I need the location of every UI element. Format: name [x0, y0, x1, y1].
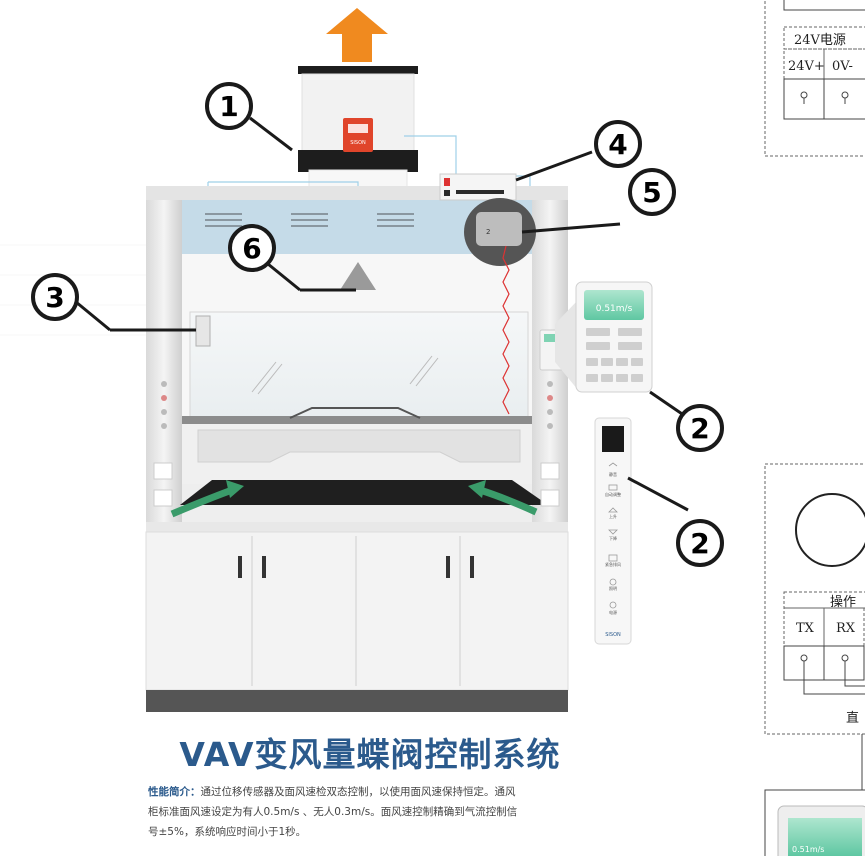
intro-text: 性能简介：通过位移传感器及面风速检双态控制，以使用面风速保持恒定。通风 柜标准面… — [148, 782, 593, 842]
callouts: 1 4 5 6 3 2 2 — [31, 82, 724, 567]
wiring-bottom-label: 直 — [846, 711, 859, 726]
callout-2b: 2 — [676, 519, 724, 567]
strip-label-auto: 自动调整 — [605, 491, 621, 497]
exhaust-arrow — [326, 8, 388, 62]
velocity-sensor — [340, 262, 376, 290]
second-screen-value: 0.51m/s — [792, 845, 824, 854]
wiring-diagram: 24V电源 24V+ 0V- 操作 TX RX 直 0.51m/s — [764, 0, 865, 856]
callout-6: 6 — [228, 224, 276, 272]
power-terminal-minus: 0V- — [832, 59, 853, 74]
strip-label-light: 照明 — [609, 586, 617, 591]
ops-terminal-rx: RX — [836, 621, 856, 636]
exhaust-module: 2 — [464, 198, 536, 415]
controller-box — [439, 173, 517, 201]
power-terminal-plus: 24V+ — [788, 59, 825, 74]
strip-brand: SISON — [605, 632, 621, 638]
power-header: 24V电源 — [794, 33, 846, 48]
callout-2a-label: 2 — [690, 412, 709, 445]
callout-5: 5 — [628, 168, 676, 216]
remote-screen-value: 0.51m/s — [596, 304, 633, 314]
callout-1: 1 — [205, 82, 253, 130]
strip-label-power: 电源 — [609, 609, 617, 615]
callout-4-label: 4 — [608, 128, 627, 161]
callout-3: 3 — [31, 273, 79, 321]
intro-line-3: 号±5%，系统响应时间小于1秒。 — [148, 826, 307, 838]
page-title: VAV变风量蝶阀控制系统 — [179, 735, 561, 774]
callout-2b-label: 2 — [690, 527, 709, 560]
strip-label-mute: 静音 — [609, 471, 617, 477]
position-sensor — [195, 315, 211, 347]
duct-damper: SISON — [298, 66, 418, 201]
damper-brand: SISON — [350, 140, 366, 146]
callout-leaders — [75, 116, 689, 512]
remote-panel: 0.51m/s — [555, 281, 653, 393]
callout-3-label: 3 — [45, 281, 64, 314]
fume-hood-body — [145, 186, 569, 712]
intro-line-2: 柜标准面风速设定为有人0.5m/s 、无人0.3m/s。面风速控制精确到气流控制… — [148, 806, 518, 818]
ops-terminal-tx: TX — [796, 621, 815, 636]
intro-line-1: 通过位移传感器及面风速检双态控制，以使用面风速保持恒定。通风 — [200, 786, 516, 798]
callout-2a: 2 — [676, 404, 724, 452]
strip-label-up: 上升 — [609, 513, 617, 519]
strip-label-down: 下降 — [609, 535, 617, 541]
strip-label-emergency: 紧急排风 — [605, 561, 621, 567]
callout-5-label: 5 — [642, 176, 661, 209]
ops-header: 操作 — [830, 594, 856, 610]
callout-4: 4 — [594, 120, 642, 168]
callout-6-label: 6 — [242, 232, 261, 265]
callout-1-label: 1 — [219, 90, 238, 123]
intro-label: 性能简介： — [148, 786, 201, 798]
remote-strip: 静音 自动调整 上升 下降 紧急排风 照明 电源 SISON — [594, 417, 632, 645]
svg-text:2: 2 — [486, 228, 490, 236]
